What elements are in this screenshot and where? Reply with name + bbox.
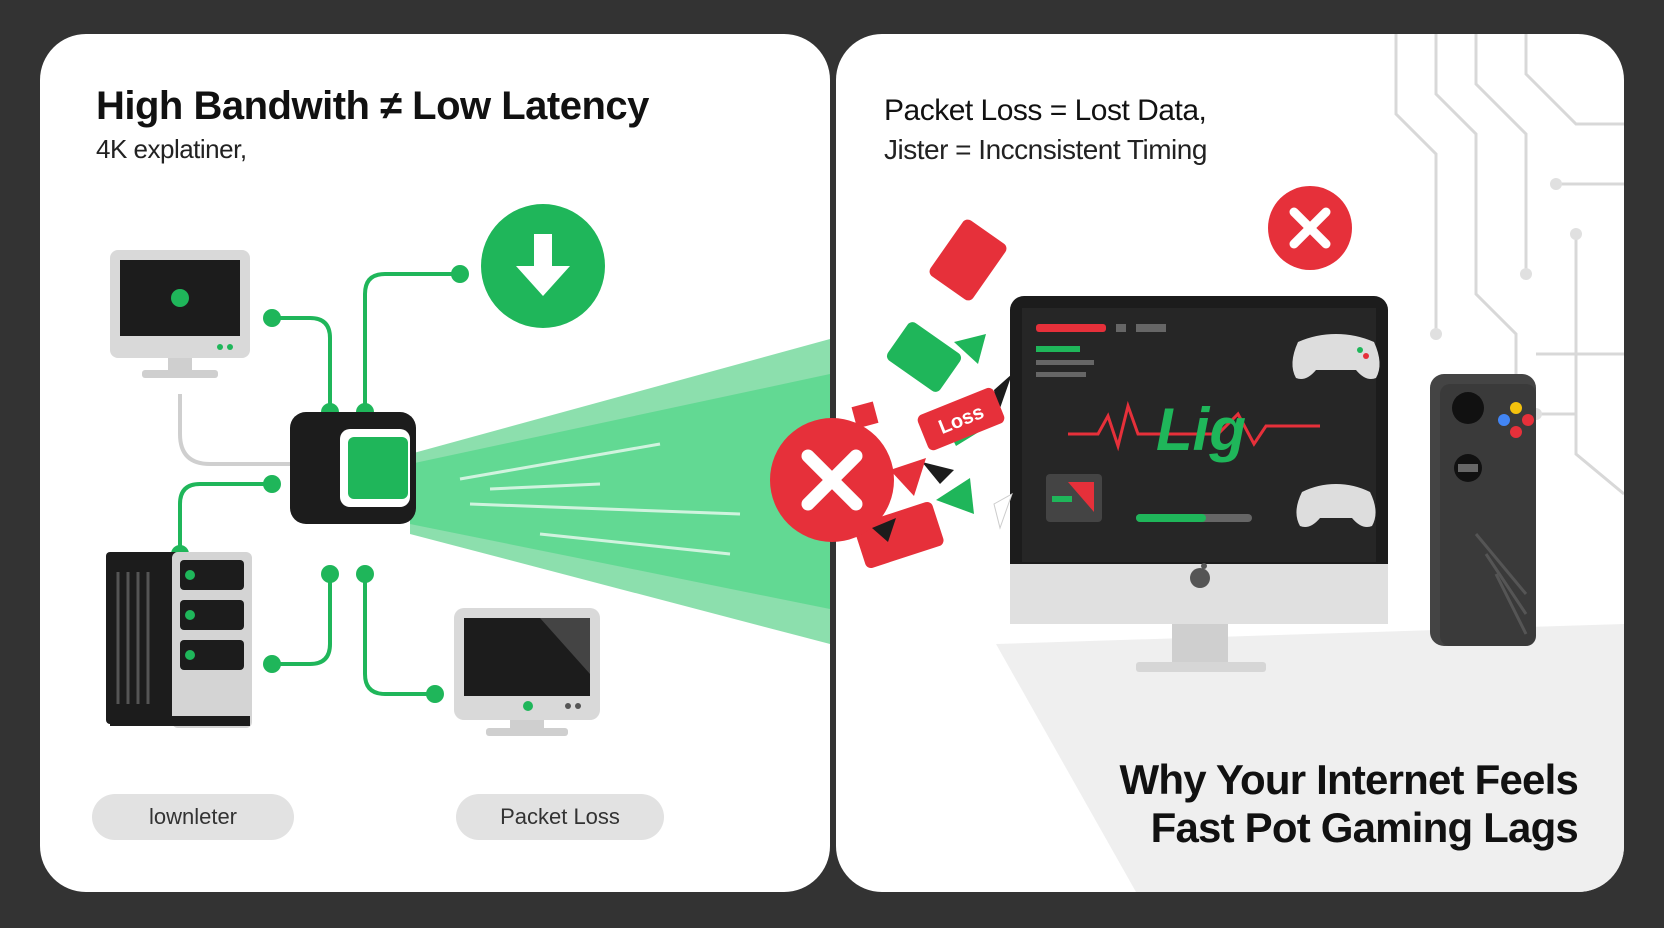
game-console-icon [1430,374,1536,646]
label-pill-packet-loss: Packet Loss [456,794,664,840]
monitor-icon: Lig [1010,296,1388,672]
gamepad-icon [1292,334,1380,379]
server-icon [106,552,252,728]
headline-line-2: Fast Pot Gaming Lags [1150,804,1579,851]
monitor-icon [110,250,250,378]
gaming-illustration: Lig [851,34,1624,892]
network-diagram [106,204,830,736]
gamepad-icon [1296,484,1376,527]
headline-line-1: Why Your Internet Feels [1119,756,1579,803]
left-title: High Bandwith ≠ Low Latency [96,84,649,128]
download-arrow-icon [481,204,605,328]
close-x-icon [1268,186,1352,270]
left-subtitle: 4K explatiner, [96,134,247,164]
headline: Why Your Internet Feels Fast Pot Gaming … [1119,756,1579,852]
apple-logo-icon [1190,563,1210,588]
monitor-icon [454,608,600,736]
label-pill-lownleter: lownleter [92,794,294,840]
router-icon [290,412,416,524]
right-panel: Packet Loss = Lost Data, Jister = Inccns… [836,34,1624,892]
right-title-line-2: Jister = Inccnsistent Timing [884,134,1207,165]
right-title-line-1: Packet Loss = Lost Data, [884,94,1207,127]
left-panel: High Bandwith ≠ Low Latency 4K explatine… [40,34,830,892]
screen-lag-text: Lig [1156,396,1246,463]
